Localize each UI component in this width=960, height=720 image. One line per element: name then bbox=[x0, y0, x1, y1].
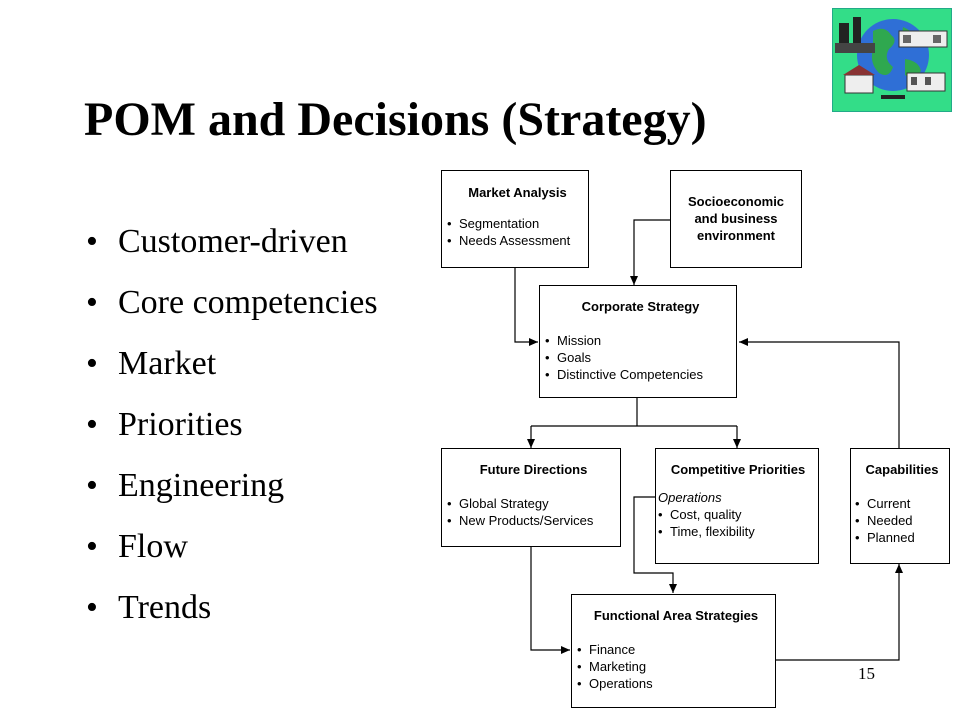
list-item: Planned bbox=[855, 529, 949, 546]
list-item: Finance bbox=[577, 641, 775, 658]
connector-future-to-functional bbox=[530, 547, 570, 654]
future-directions-box: Future Directions Global Strategy New Pr… bbox=[441, 448, 621, 547]
corporate-strategy-box: Corporate Strategy Mission Goals Distinc… bbox=[539, 285, 737, 398]
list-item: Segmentation bbox=[447, 215, 588, 232]
socioeconomic-line: environment bbox=[696, 228, 775, 243]
list-item: Operations bbox=[577, 675, 775, 692]
list-item: Mission bbox=[545, 332, 736, 349]
list-item: Needed bbox=[855, 512, 949, 529]
capabilities-title: Capabilities bbox=[865, 462, 939, 477]
competitive-priorities-title: Competitive Priorities bbox=[670, 462, 806, 477]
connector-market-to-corporate bbox=[514, 268, 538, 346]
capabilities-box: Capabilities Current Needed Planned bbox=[850, 448, 950, 564]
bullet-list: •Customer-driven •Core competencies •Mar… bbox=[86, 222, 378, 649]
competitive-priorities-box: Competitive Priorities Operations Cost, … bbox=[655, 448, 819, 564]
corporate-strategy-title: Corporate Strategy bbox=[581, 299, 700, 314]
market-analysis-box: Market Analysis Segmentation Needs Asses… bbox=[441, 170, 589, 268]
functional-area-title: Functional Area Strategies bbox=[593, 608, 759, 623]
bullet-item: •Priorities bbox=[86, 406, 243, 443]
slide-title: POM and Decisions (Strategy) bbox=[84, 93, 707, 146]
competitive-priorities-subtitle: Operations bbox=[658, 490, 722, 505]
list-item: New Products/Services bbox=[447, 512, 620, 529]
market-analysis-title: Market Analysis bbox=[468, 185, 567, 200]
list-item: Goals bbox=[545, 349, 736, 366]
functional-area-box: Functional Area Strategies Finance Marke… bbox=[571, 594, 776, 708]
list-item: Current bbox=[855, 495, 949, 512]
connector-functional-to-capabilities bbox=[776, 564, 903, 661]
bullet-item: •Trends bbox=[86, 589, 212, 626]
future-directions-title: Future Directions bbox=[479, 462, 588, 477]
page-number: 15 bbox=[858, 664, 875, 683]
list-item: Time, flexibility bbox=[658, 523, 818, 540]
list-item: Distinctive Competencies bbox=[545, 366, 736, 383]
connector-capabilities-to-corporate bbox=[739, 338, 900, 448]
connector-socio-to-corporate bbox=[630, 219, 670, 285]
list-item: Needs Assessment bbox=[447, 232, 588, 249]
connector-competitive-to-functional bbox=[633, 496, 677, 593]
socioeconomic-line: Socioeconomic bbox=[687, 194, 785, 209]
bullet-item: •Customer-driven bbox=[86, 223, 348, 260]
list-item: Cost, quality bbox=[658, 506, 818, 523]
world-globe-buildings-icon bbox=[832, 8, 952, 112]
list-item: Global Strategy bbox=[447, 495, 620, 512]
bullet-item: •Market bbox=[86, 345, 217, 382]
socioeconomic-box: Socioeconomic and business environment bbox=[670, 170, 802, 268]
socioeconomic-line: and business bbox=[694, 211, 778, 226]
bullet-item: •Engineering bbox=[86, 467, 285, 504]
list-item: Marketing bbox=[577, 658, 775, 675]
bullet-item: •Flow bbox=[86, 528, 188, 565]
bullet-item: •Core competencies bbox=[86, 284, 378, 321]
